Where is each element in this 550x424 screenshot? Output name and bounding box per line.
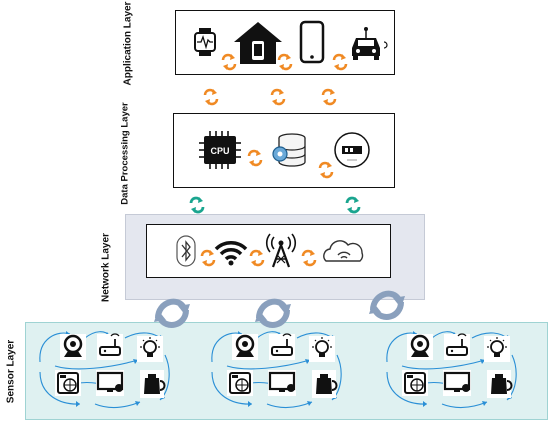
wifi-icon xyxy=(214,241,248,266)
database-gear-icon xyxy=(272,133,306,167)
smart-bulb-icon xyxy=(140,337,160,357)
exchange-icon xyxy=(203,87,219,107)
kettle-icon xyxy=(144,374,166,394)
cpu-icon: CPU xyxy=(199,131,241,169)
exchange-icon xyxy=(345,195,361,215)
router-icon xyxy=(99,333,121,356)
cell-tower-icon xyxy=(265,233,297,268)
connected-car-icon xyxy=(352,27,388,60)
exchange-icon xyxy=(277,52,293,72)
exchange-icon xyxy=(369,294,405,317)
exchange-icon xyxy=(255,302,291,325)
exchange-icon xyxy=(200,248,216,268)
storage-drive-icon xyxy=(334,132,370,168)
exchange-icon xyxy=(318,160,334,180)
webcam-icon xyxy=(63,334,83,357)
exchange-icon xyxy=(249,248,265,268)
exchange-icon xyxy=(221,52,237,72)
exchange-icon xyxy=(332,52,348,72)
exchange-icon xyxy=(270,87,286,107)
sensor-cluster xyxy=(385,329,518,409)
exchange-icon xyxy=(247,148,263,168)
bluetooth-icon xyxy=(176,235,196,267)
exchange-icon xyxy=(301,248,317,268)
exchange-icon xyxy=(154,302,190,325)
sensor-cluster xyxy=(210,329,343,409)
exchange-icon xyxy=(321,87,337,107)
exchange-icon xyxy=(189,195,205,215)
fan-heater-icon xyxy=(57,372,79,394)
cloud-icon xyxy=(323,240,364,262)
monitor-icon xyxy=(96,371,124,392)
cpu-text: CPU xyxy=(210,146,229,156)
smartphone-icon xyxy=(299,20,325,64)
sensor-cluster xyxy=(39,331,170,409)
smart-home-icon xyxy=(234,22,282,64)
smartwatch-icon xyxy=(194,28,216,56)
